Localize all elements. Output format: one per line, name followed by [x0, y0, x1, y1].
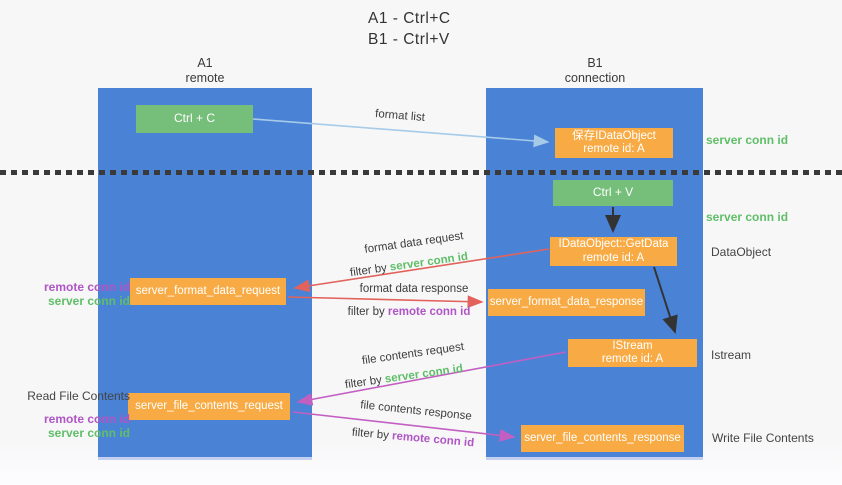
server-conn-id-right-top-label: server conn id [706, 133, 789, 147]
server-conn-id-text: server conn id [389, 250, 469, 274]
ctrl-v-box: Ctrl + V [553, 180, 673, 206]
save-dataobject-box: 保存IDataObject remote id: A [555, 128, 673, 158]
filter-by-text: filter by [347, 306, 388, 318]
getdata-box: IDataObject::GetData remote id: A [550, 237, 677, 266]
remote-conn-id-left-bottom-label: remote conn id [43, 412, 130, 426]
getdata-line2: remote id: A [582, 251, 645, 264]
format-data-response-label: format data response [359, 283, 469, 295]
column-a1-subtitle: remote [185, 71, 225, 85]
server-format-data-request-box: server_format_data_request [130, 278, 286, 305]
ctrl-c-box: Ctrl + C [136, 105, 253, 133]
file-contents-request-label: file contents request [361, 340, 465, 368]
istream-box: IStream remote id: A [568, 339, 697, 367]
server-conn-id-left-bottom-label: server conn id [47, 426, 130, 440]
format-list-label: format list [374, 108, 426, 124]
column-b1-name: B1 [587, 56, 603, 70]
istream-line1: IStream [612, 339, 653, 352]
server-file-contents-request-box: server_file_contents_request [128, 393, 290, 420]
file-contents-response-label: file contents response [359, 399, 473, 423]
arrow-format-data-response [287, 295, 484, 309]
filter-by-text: filter by [344, 373, 386, 392]
filter-by-remote-conn-id-label-1: filter by remote conn id [348, 306, 471, 318]
remote-conn-id-left-top-label: remote conn id [43, 280, 130, 294]
diagram-title: A1 - Ctrl+C B1 - Ctrl+V [368, 8, 451, 50]
filter-by-text: filter by [349, 261, 391, 280]
title-line-a1: A1 - Ctrl+C [368, 10, 451, 27]
server-file-contents-response-box: server_file_contents_response [521, 425, 684, 452]
filter-by-remote-conn-id-label-2: filter by remote conn id [351, 427, 474, 450]
save-dataobject-line2: remote id: A [583, 143, 645, 155]
server-format-data-response-box: server_format_data_response [488, 289, 645, 316]
server-conn-id-text: server conn id [384, 362, 464, 386]
format-data-request-label: format data request [363, 230, 465, 256]
filter-by-text: filter by [351, 426, 393, 443]
write-file-contents-label: Write File Contents [712, 431, 814, 445]
remote-conn-id-text: remote conn id [387, 306, 471, 318]
dataobject-label: DataObject [711, 245, 772, 259]
title-line-b1: B1 - Ctrl+V [368, 31, 450, 48]
save-dataobject-line1: 保存IDataObject [572, 129, 656, 142]
istream-line2: remote id: A [601, 353, 664, 365]
column-a1-name: A1 [197, 56, 213, 70]
column-header-b1: B1 connection [535, 56, 655, 86]
istream-label: Istream [711, 348, 752, 362]
column-header-a1: A1 remote [145, 56, 265, 86]
column-b1-subtitle: connection [564, 71, 626, 85]
phase-separator-dotted-line [0, 170, 842, 175]
getdata-line1: IDataObject::GetData [558, 238, 669, 250]
server-conn-id-left-top-label: server conn id [47, 294, 130, 308]
read-file-contents-label: Read File Contents [27, 389, 130, 403]
server-conn-id-right-mid-label: server conn id [706, 210, 789, 224]
remote-conn-id-text: remote conn id [391, 430, 475, 450]
